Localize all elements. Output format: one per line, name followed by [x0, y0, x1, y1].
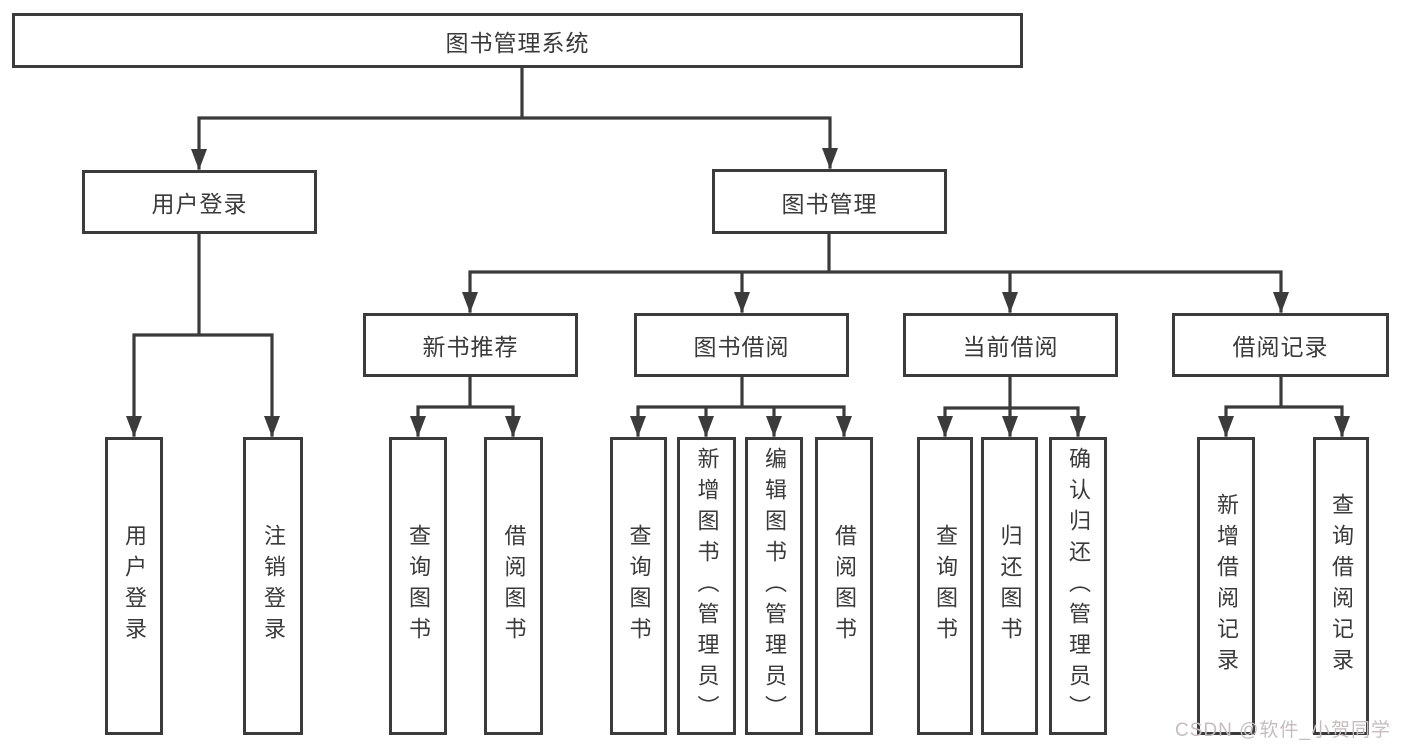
- leaf-borrow-borrow-books: 借阅图书: [815, 437, 873, 735]
- node-current-borrowing-label: 当前借阅: [962, 334, 1059, 360]
- leaf-user-login: 用户登录: [105, 437, 163, 735]
- leaf-borrow-edit-books-admin-label: 编辑图书（管理员）: [762, 446, 787, 726]
- node-library-system-label: 图书管理系统: [445, 29, 590, 56]
- leaf-records-add-record-label: 新增借阅记录: [1214, 493, 1239, 679]
- leaf-borrow-query-books-label: 查询图书: [626, 524, 652, 648]
- leaf-records-query-record-label: 查询借阅记录: [1329, 493, 1354, 679]
- leaf-borrow-edit-books-admin: 编辑图书（管理员）: [745, 437, 803, 735]
- node-new-book-recommendation-label: 新书推荐: [422, 334, 519, 360]
- leaf-logout: 注销登录: [243, 437, 303, 735]
- leaf-newbook-borrow-books: 借阅图书: [484, 437, 543, 735]
- leaf-current-query-books: 查询图书: [917, 437, 973, 735]
- node-current-borrowing: 当前借阅: [903, 313, 1118, 377]
- node-library-system: 图书管理系统: [12, 13, 1023, 68]
- node-user-login-group: 用户登录: [82, 170, 317, 234]
- tree-edges: [132, 66, 1344, 437]
- node-user-login-group-label: 用户登录: [151, 191, 248, 217]
- leaf-borrow-borrow-books-label: 借阅图书: [832, 524, 857, 648]
- leaf-user-login-label: 用户登录: [122, 524, 147, 648]
- leaf-borrow-add-books-admin-label: 新增图书（管理员）: [694, 446, 720, 726]
- leaf-newbook-borrow-books-label: 借阅图书: [501, 524, 527, 648]
- node-book-borrowing: 图书借阅: [634, 313, 849, 377]
- node-new-book-recommendation: 新书推荐: [363, 313, 578, 377]
- leaf-current-return-books: 归还图书: [981, 437, 1038, 735]
- leaf-current-query-books-label: 查询图书: [933, 524, 958, 648]
- leaf-borrow-query-books: 查询图书: [610, 437, 667, 735]
- node-book-management: 图书管理: [712, 169, 947, 234]
- arrowheads: [126, 148, 1350, 437]
- leaf-borrow-add-books-admin: 新增图书（管理员）: [677, 437, 736, 735]
- leaf-current-confirm-return-admin-label: 确认归还（管理员）: [1066, 446, 1091, 726]
- leaf-records-query-record: 查询借阅记录: [1313, 437, 1369, 735]
- leaf-logout-label: 注销登录: [261, 524, 286, 648]
- node-borrowing-records: 借阅记录: [1172, 313, 1389, 377]
- leaf-records-add-record: 新增借阅记录: [1197, 437, 1255, 735]
- leaf-current-return-books-label: 归还图书: [997, 524, 1023, 648]
- leaf-current-confirm-return-admin: 确认归还（管理员）: [1049, 437, 1107, 735]
- node-book-borrowing-label: 图书借阅: [693, 334, 790, 360]
- node-book-management-label: 图书管理: [781, 190, 878, 217]
- node-borrowing-records-label: 借阅记录: [1232, 334, 1329, 360]
- leaf-newbook-query-books: 查询图书: [389, 437, 447, 735]
- csdn-watermark: CSDN @软件_小贺同学: [1175, 720, 1391, 741]
- leaf-newbook-query-books-label: 查询图书: [406, 524, 431, 648]
